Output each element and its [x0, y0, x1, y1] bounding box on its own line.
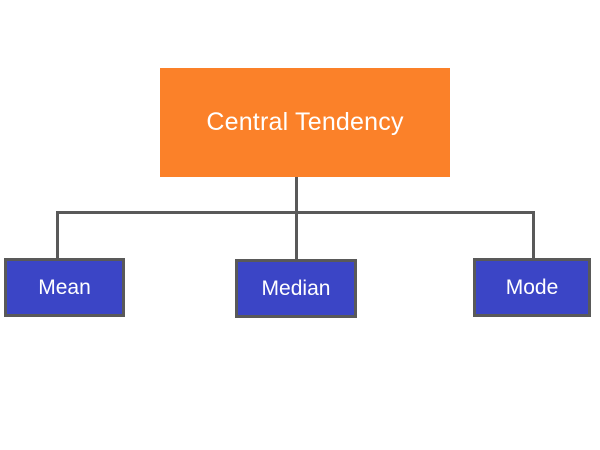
node-median-label: Median [261, 277, 331, 300]
node-mode-label: Mode [505, 276, 559, 299]
node-mode[interactable]: Mode [473, 258, 591, 317]
connector-drop-mean [56, 211, 59, 260]
connector-root-stem [295, 177, 298, 213]
node-central-tendency-label: Central Tendency [206, 108, 404, 136]
node-median[interactable]: Median [235, 259, 357, 318]
node-mean-label: Mean [38, 276, 91, 299]
connector-drop-median [295, 211, 298, 261]
node-central-tendency[interactable]: Central Tendency [160, 68, 450, 177]
node-mean[interactable]: Mean [4, 258, 125, 317]
connector-drop-mode [532, 211, 535, 260]
